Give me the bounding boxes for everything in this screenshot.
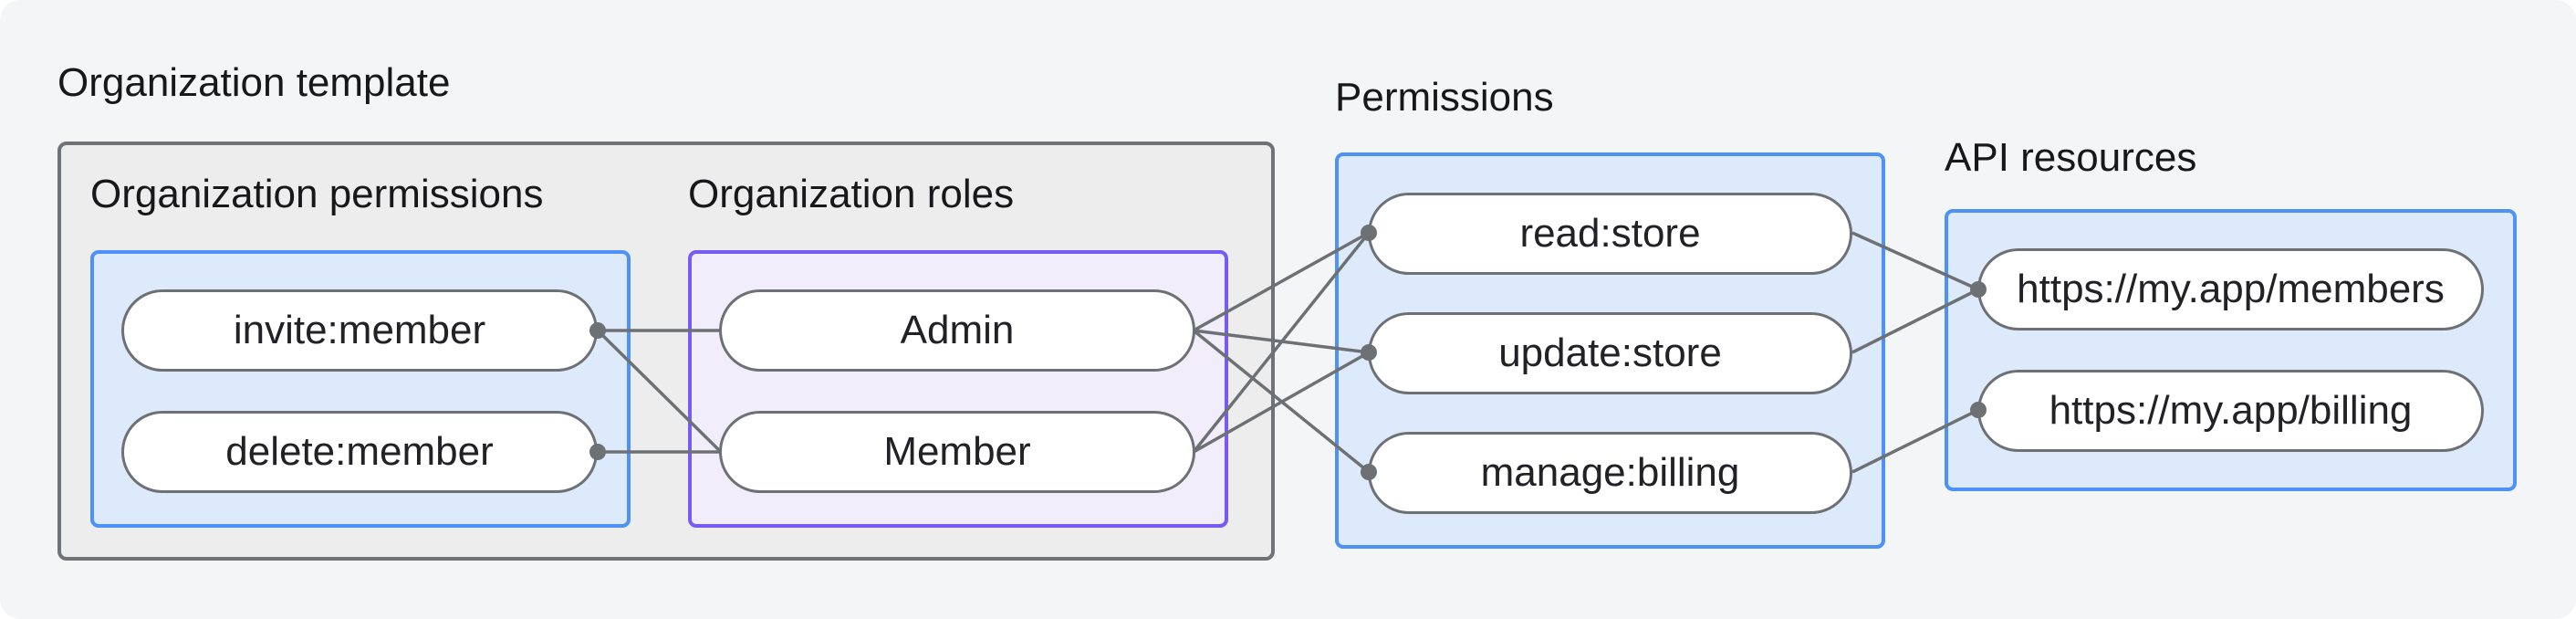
permissions-box: read:store update:store manage:billing <box>1335 152 1885 549</box>
pill-admin: Admin <box>719 289 1195 372</box>
api-resources-label: API resources <box>1945 135 2197 180</box>
org-permissions-box: invite:member delete:member <box>90 250 631 528</box>
org-permissions-label: Organization permissions <box>90 172 544 216</box>
permissions-label: Permissions <box>1335 75 1554 120</box>
pill-invite-member: invite:member <box>121 289 598 372</box>
org-roles-label: Organization roles <box>688 172 1015 216</box>
api-resources-box: https://my.app/members https://my.app/bi… <box>1945 209 2517 491</box>
pill-api-members: https://my.app/members <box>1977 248 2484 330</box>
pill-delete-member: delete:member <box>121 411 598 493</box>
pill-member: Member <box>719 411 1195 493</box>
org-roles-box: Admin Member <box>688 250 1228 528</box>
pill-read-store: read:store <box>1368 193 1852 275</box>
pill-api-billing: https://my.app/billing <box>1977 370 2484 452</box>
org-template-label: Organization template <box>57 60 451 105</box>
org-template-box: Organization permissions invite:member d… <box>57 142 1275 561</box>
pill-manage-billing: manage:billing <box>1368 432 1852 514</box>
pill-update-store: update:store <box>1368 312 1852 394</box>
